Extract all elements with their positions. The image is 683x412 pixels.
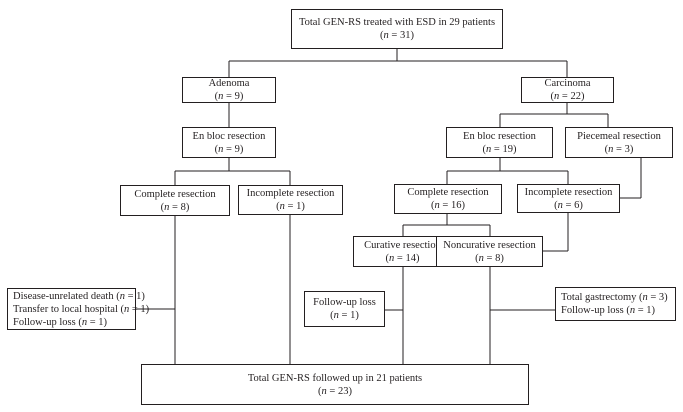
- exclusion-line: Transfer to local hospital (n = 1): [13, 303, 150, 315]
- carcinoma-incomplete-label: Incomplete resection: [524, 186, 613, 198]
- total-followed-up-label: Total GEN-RS followed up in 21 patients: [247, 372, 423, 384]
- total-treated-label: Total GEN-RS treated with ESD in 29 pati…: [298, 17, 496, 28]
- carcinoma-label: Carcinoma: [544, 78, 591, 89]
- piecemeal-count: (n = 3): [604, 143, 634, 155]
- gastrectomy-line: Follow-up loss (n = 1): [561, 305, 656, 316]
- carcinoma-complete-box: Complete resection (n = 16): [394, 184, 502, 214]
- carcinoma-incomplete-count: (n = 6): [554, 199, 583, 211]
- carcinoma-en-bloc-count: (n = 19): [482, 143, 517, 155]
- exclusion-line: Disease-unrelated death (n = 1): [13, 290, 145, 302]
- noncurative-label: Noncurative resection: [443, 239, 536, 251]
- adenoma-incomplete-count: (n = 1): [276, 201, 305, 212]
- curative-box: Curative resection (n = 14): [353, 236, 452, 267]
- total-treated-count: (n = 31): [380, 30, 414, 41]
- carcinoma-en-bloc-label: En bloc resection: [463, 130, 536, 142]
- adenoma-incomplete-box: Incomplete resection (n = 1): [238, 185, 343, 215]
- gastrectomy-box: Total gastrectomy (n = 3) Follow-up loss…: [555, 287, 676, 321]
- noncurative-count: (n = 8): [475, 252, 504, 264]
- curative-count: (n = 14): [385, 252, 420, 264]
- adenoma-en-bloc-count: (n = 9): [214, 143, 244, 155]
- followup-loss-count: (n = 1): [330, 310, 359, 321]
- adenoma-incomplete-label: Incomplete resection: [246, 188, 335, 199]
- adenoma-label: Adenoma: [208, 78, 250, 89]
- total-followed-up-count: (n = 23): [318, 385, 352, 397]
- carcinoma-incomplete-box: Incomplete resection (n = 6): [517, 184, 620, 213]
- carcinoma-en-bloc-box: En bloc resection (n = 19): [446, 127, 553, 158]
- adenoma-en-bloc-box: En bloc resection (n = 9): [182, 127, 276, 158]
- carcinoma-count: (n = 22): [550, 91, 585, 102]
- noncurative-box: Noncurative resection (n = 8): [436, 236, 543, 267]
- adenoma-box: Adenoma (n = 9): [182, 77, 276, 103]
- total-treated-box: Total GEN-RS treated with ESD in 29 pati…: [291, 9, 503, 49]
- adenoma-complete-count: (n = 8): [160, 201, 190, 213]
- gastrectomy-line: Total gastrectomy (n = 3): [561, 292, 668, 303]
- carcinoma-box: Carcinoma (n = 22): [521, 77, 614, 103]
- total-followed-up-box: Total GEN-RS followed up in 21 patients …: [141, 364, 529, 405]
- adenoma-count: (n = 9): [214, 91, 244, 102]
- adenoma-complete-box: Complete resection (n = 8): [120, 185, 230, 216]
- curative-label: Curative resection: [364, 239, 441, 251]
- exclusion-line: Follow-up loss (n = 1): [13, 316, 108, 328]
- followup-loss-label: Follow-up loss: [313, 297, 376, 308]
- carcinoma-complete-label: Complete resection: [407, 187, 489, 198]
- piecemeal-box: Piecemeal resection (n = 3): [565, 127, 673, 158]
- piecemeal-label: Piecemeal resection: [577, 130, 661, 142]
- adenoma-en-bloc-label: En bloc resection: [192, 130, 266, 142]
- carcinoma-complete-count: (n = 16): [431, 200, 465, 211]
- adenoma-exclusions-box: Disease-unrelated death (n = 1) Transfer…: [7, 288, 149, 330]
- adenoma-complete-label: Complete resection: [134, 188, 216, 200]
- followup-loss-box: Follow-up loss (n = 1): [304, 291, 385, 327]
